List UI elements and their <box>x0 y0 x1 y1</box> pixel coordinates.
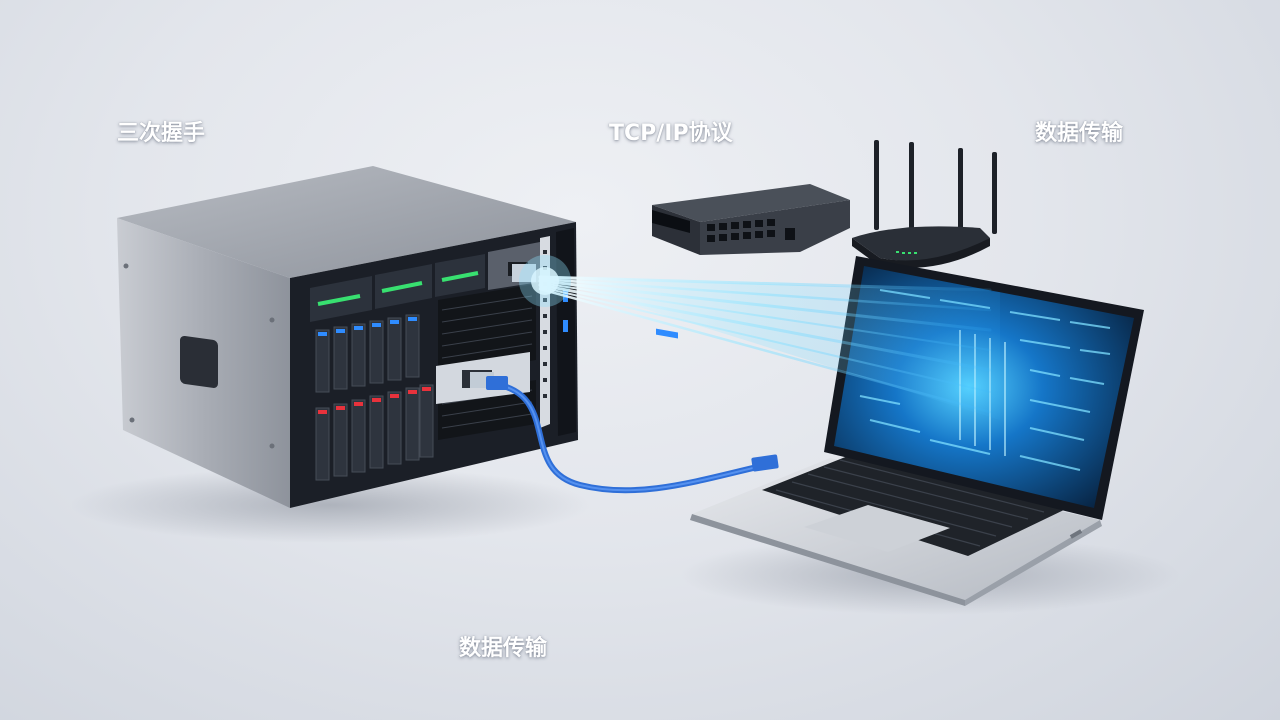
wifi-router <box>852 140 997 268</box>
ethernet-cable <box>486 376 779 494</box>
label-transfer-top: 数据传输 <box>1035 121 1124 146</box>
label-handshake: 三次握手 <box>117 121 206 146</box>
label-transfer-bottom: 数据传输 <box>459 636 548 661</box>
network-switch <box>652 184 850 339</box>
drive-bays <box>315 314 434 481</box>
label-protocol: TCP/IP协议 <box>609 121 733 146</box>
data-light-beam <box>519 255 1000 420</box>
server <box>117 166 578 508</box>
